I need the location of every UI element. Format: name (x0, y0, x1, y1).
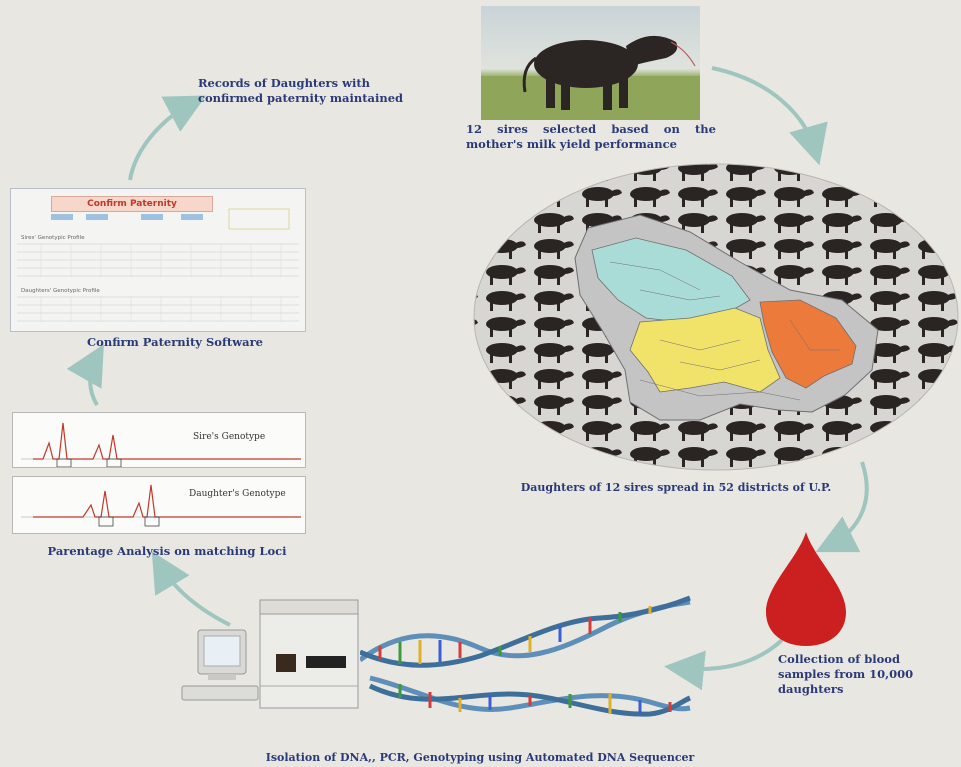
confirm-paternity-screenshot: Confirm Paternity (10, 188, 306, 332)
daughter-genotype-panel: Daughter's Genotype (12, 476, 306, 534)
map-region-yellow (630, 308, 780, 392)
caption-isolation: Isolation of DNA,, PCR, Genotyping using… (180, 750, 780, 765)
sire-genotype-label: Sire's Genotype (193, 432, 265, 442)
caption-parentage: Parentage Analysis on matching Loci (12, 544, 322, 559)
daughter-profile-label: Daughters' Genotypic Profile (21, 288, 100, 294)
caption-daughters: Daughters of 12 sires spread in 52 distr… (476, 480, 876, 495)
daughter-electropherogram (13, 477, 305, 533)
daughter-genotype-label: Daughter's Genotype (189, 489, 286, 499)
dna-strand-upper (360, 598, 690, 665)
dna-strand-lower (370, 678, 690, 714)
blood-drop-icon (756, 528, 856, 648)
caption-records: Records of Daughters with confirmed pate… (198, 76, 408, 106)
sire-genotype-panel: Sire's Genotype (12, 412, 306, 468)
caption-blood: Collection of blood samples from 10,000 … (778, 652, 928, 697)
dna-helix-icon (360, 590, 700, 730)
software-grid (11, 189, 305, 331)
caption-software: Confirm Paternity Software (60, 335, 290, 350)
dna-sequencer-icon (178, 596, 378, 716)
sire-profile-label: Sires' Genotypic Profile (21, 235, 84, 241)
